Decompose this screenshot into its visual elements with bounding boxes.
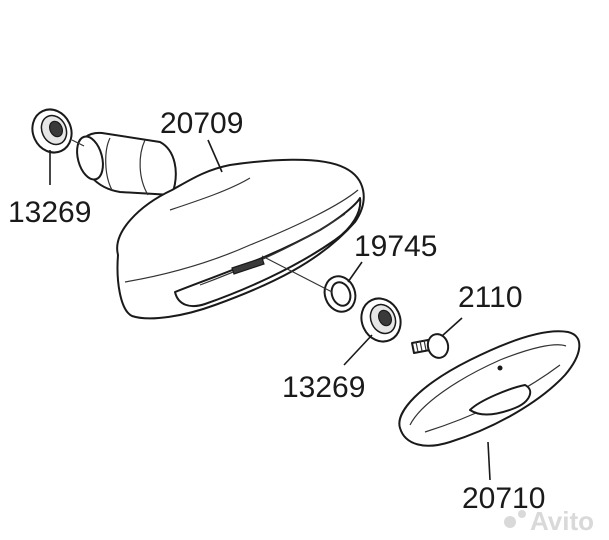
watermark-dot-icon	[518, 510, 526, 518]
assembly-axis-2	[71, 139, 85, 147]
watermark-dot-icon	[504, 516, 516, 528]
watermark-text: Avito	[530, 506, 594, 536]
label-20709: 20709	[160, 107, 243, 140]
avito-watermark: Avito	[504, 506, 594, 536]
bearing-13269-mid	[360, 297, 402, 343]
cover-hole	[497, 365, 503, 371]
leader-13269-mid	[343, 334, 373, 366]
cover-20710	[398, 330, 581, 447]
handle-body-20709	[76, 131, 365, 320]
label-20710: 20710	[462, 482, 545, 515]
leader-20709	[207, 139, 223, 173]
label-13269-mid: 13269	[282, 371, 365, 404]
screw-2110	[411, 333, 450, 359]
label-2110: 2110	[458, 281, 523, 314]
leader-19745	[347, 261, 363, 283]
label-13269-top: 13269	[8, 196, 91, 229]
assembly-axis	[261, 255, 333, 293]
leader-20710	[487, 441, 491, 481]
leader-2110	[441, 317, 463, 337]
washer-19745	[323, 275, 357, 313]
bearing-13269-top	[31, 108, 73, 154]
label-19745: 19745	[354, 230, 437, 263]
